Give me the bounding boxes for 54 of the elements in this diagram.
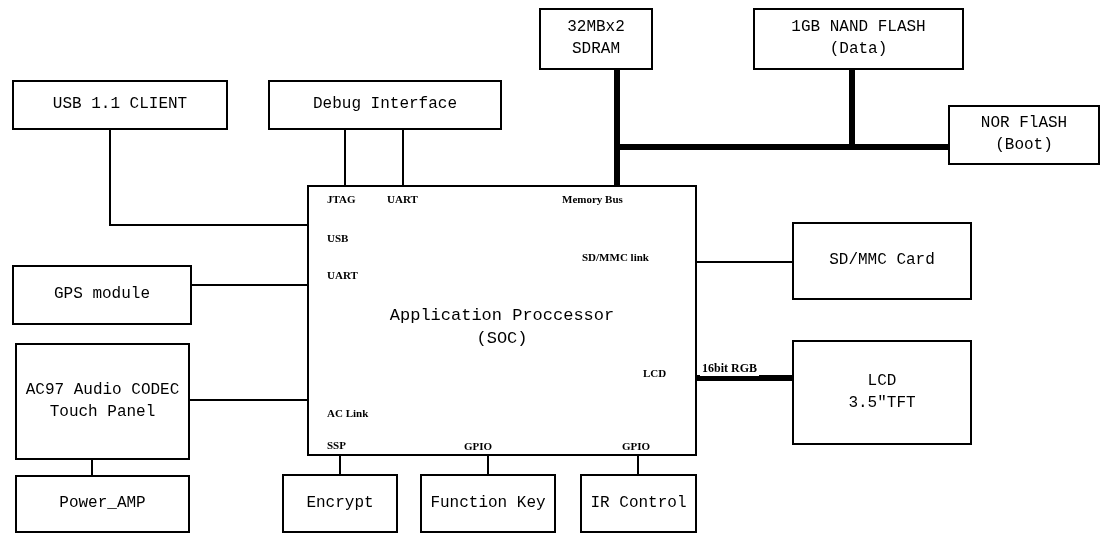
connector-line (189, 399, 308, 401)
node-label: Application Proccessor (SOC) (388, 305, 616, 350)
node-label: USB 1.1 CLIENT (52, 94, 188, 116)
component-box (792, 340, 972, 445)
port-label: USB (327, 232, 349, 244)
connector-line (402, 129, 404, 186)
component-box (580, 474, 697, 533)
port-label: GPIO (464, 440, 493, 452)
component-box (15, 475, 190, 533)
connector-line (109, 129, 308, 226)
node-label: AC97 Audio CODEC Touch Panel (24, 379, 181, 423)
port-label: Memory Bus (562, 193, 623, 205)
port-label: JTAG (327, 193, 356, 205)
port-label: SD/MMC link (582, 251, 649, 263)
node-label: Encrypt (306, 492, 374, 514)
port-label: SSP (327, 439, 346, 451)
port-label: LCD (643, 367, 667, 379)
component-box (420, 474, 556, 533)
connector-line (697, 375, 792, 381)
port-label: GPIO (622, 440, 651, 452)
node-label: Function Key (430, 492, 546, 514)
component-box (15, 343, 190, 460)
connector-line (637, 455, 639, 475)
port-label: AC Link (327, 407, 369, 419)
component-box (948, 105, 1100, 165)
connector-line (487, 455, 489, 475)
connector-line (191, 284, 308, 286)
component-box (268, 80, 502, 130)
connector-line (344, 129, 346, 186)
connector-line (696, 261, 793, 263)
port-label: UART (387, 193, 418, 205)
edge-label: 16bit RGB (700, 361, 759, 376)
component-box (539, 8, 653, 70)
node-label: LCD (867, 370, 897, 392)
node-label: Power_AMP (59, 493, 146, 515)
node-label: Debug Interface (313, 94, 457, 116)
node-label: (Boot) (995, 135, 1053, 156)
port-label: UART (327, 269, 358, 281)
component-box (12, 265, 192, 325)
node-label: IR Control (590, 492, 687, 514)
node-label: (Data) (829, 39, 888, 60)
component-box (282, 474, 398, 533)
node-label: SD/MMC Card (829, 250, 935, 272)
processor-box (307, 185, 697, 456)
node-label: GPS module (54, 284, 150, 306)
component-box (792, 222, 972, 300)
component-box (12, 80, 228, 130)
node-label: 3.5"TFT (848, 392, 916, 414)
connector-line (339, 455, 341, 475)
node-label: NOR FlASH (980, 113, 1068, 135)
connector-line (91, 459, 93, 476)
component-box (753, 8, 964, 70)
node-label: 1GB NAND FLASH (791, 17, 926, 39)
node-label: 32MBx2 SDRAM (566, 17, 626, 60)
